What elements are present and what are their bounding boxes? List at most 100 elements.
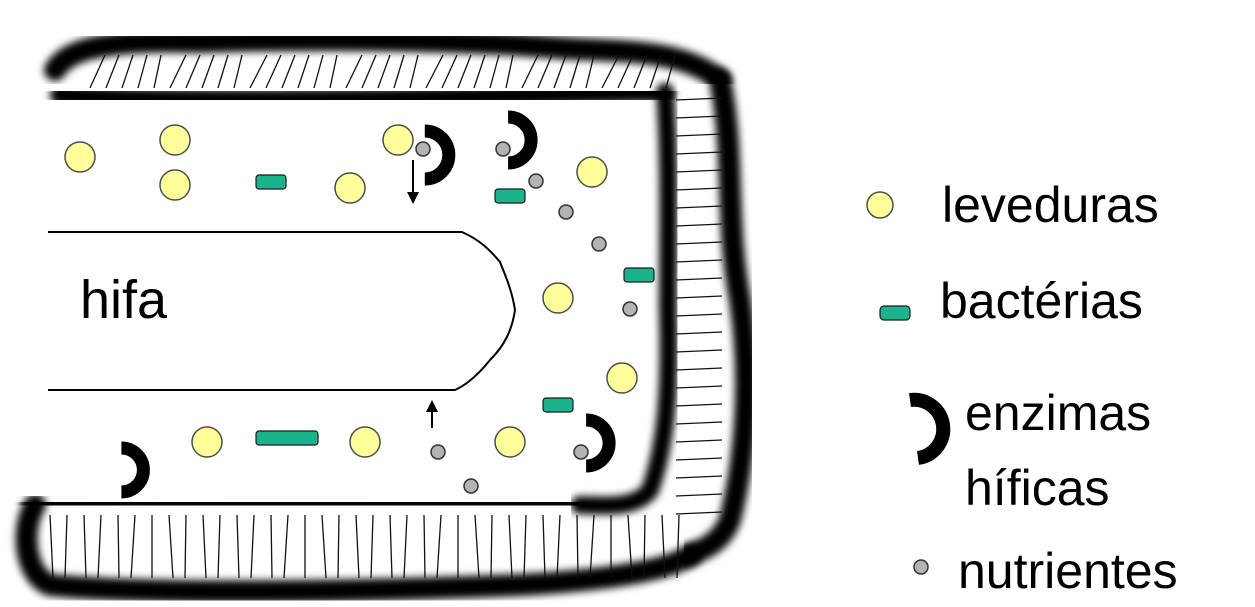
hatch-line [266, 55, 281, 88]
yeast-cell [160, 170, 190, 200]
hatch-line [524, 515, 526, 578]
hatch-line [676, 242, 722, 244]
hatch-line [218, 515, 220, 578]
hatch-line [676, 386, 722, 388]
yeast-cell [607, 363, 637, 393]
legend-bacteria-icon [880, 306, 910, 320]
hatch-line [185, 515, 186, 578]
arrow-up-head [426, 400, 438, 412]
bacterium [624, 268, 654, 282]
cavity-wall-top-inner [60, 92, 665, 99]
legend-hificas: híficas [965, 460, 1110, 516]
hatch-line [522, 55, 538, 88]
hatch-line [314, 55, 323, 88]
hatch-line [390, 515, 392, 578]
cavity-wall-bottom-inner [30, 503, 580, 505]
hatch-line [202, 55, 214, 88]
legend-bacterias: bactérias [940, 273, 1143, 329]
enzyme-arc [508, 117, 531, 163]
hatch-line [218, 55, 228, 88]
cavity-wall-bottom-outer [27, 505, 690, 591]
yeast-cell [160, 125, 190, 155]
hatch-line [676, 368, 722, 370]
yeast-cell [577, 157, 607, 187]
hatch-line [84, 515, 86, 578]
hatch-line [490, 55, 499, 88]
hatch-line [676, 170, 722, 172]
yeast-cell [495, 427, 525, 457]
hatch-line [138, 55, 147, 88]
hatch-line [203, 515, 206, 578]
hatch-line [378, 55, 390, 88]
hatch-line [284, 515, 288, 578]
legend-nutrient-icon [914, 560, 928, 574]
hatch-line [338, 515, 339, 578]
hatch-line [282, 55, 295, 88]
hatch-line [676, 296, 722, 298]
yeast-cell [543, 283, 573, 313]
hatch-line [676, 206, 722, 208]
hatch-line [356, 515, 359, 578]
hatch-line [250, 55, 267, 88]
nutrient [431, 445, 445, 459]
hatch-line [169, 515, 173, 578]
legend-leveduras: leveduras [942, 177, 1159, 233]
hatch-line [118, 515, 119, 578]
yeast-cell [335, 173, 365, 203]
hatch-line [98, 515, 101, 578]
nutrient [592, 237, 606, 251]
bacterium [495, 189, 525, 203]
hatch-line [237, 515, 239, 578]
hatch-line [65, 515, 67, 578]
hatch-line [538, 55, 552, 88]
hatch-line [676, 332, 722, 334]
enzyme [121, 448, 143, 492]
enzyme [425, 131, 449, 179]
nutrient [623, 302, 637, 316]
hatch-line [330, 55, 337, 88]
hatch-line [676, 494, 722, 496]
yeast-cell [65, 142, 95, 172]
hatch-line [458, 55, 471, 88]
hatch-line [90, 55, 105, 88]
enzyme-arc [425, 131, 449, 179]
hypha-label: hifa [80, 270, 168, 330]
hatch-line [509, 515, 512, 578]
hatch-line [410, 55, 418, 88]
nutrient [559, 205, 573, 219]
hatch-line [371, 515, 373, 578]
hatch-line [131, 515, 135, 578]
hatch-line [676, 260, 722, 262]
hatch-line [676, 404, 722, 406]
hatch-line [298, 55, 309, 88]
hatch-line [491, 515, 492, 578]
nutrient [416, 142, 430, 156]
hatch-line [676, 458, 722, 460]
hatch-line [106, 55, 119, 88]
bacteria-cells [256, 175, 654, 445]
hatch-line [404, 515, 407, 578]
nutrient [574, 445, 588, 459]
hatch-line [234, 55, 242, 88]
hatch-line [543, 515, 545, 578]
hatch-line [676, 152, 722, 154]
hatch-line [170, 55, 186, 88]
nutrient [496, 142, 510, 156]
enzyme-arc [586, 420, 609, 466]
yeast-cell [192, 427, 222, 457]
cavity-wall-right-outer [690, 80, 746, 555]
hatch-line [426, 55, 443, 88]
hatch-line [570, 55, 580, 88]
legend-enzimas: enzimas [965, 385, 1151, 441]
legend: leveduras bactérias enzimas híficas nutr… [867, 177, 1178, 599]
hatch-line [437, 515, 441, 578]
hatch-line [554, 55, 566, 88]
hatch-line [442, 55, 457, 88]
hatch-line [676, 422, 722, 424]
arrow-down-head [407, 192, 419, 204]
enzyme-arc [121, 448, 143, 492]
hatch-line [394, 55, 404, 88]
hatch-line [475, 515, 479, 578]
hatch-line [557, 515, 560, 578]
